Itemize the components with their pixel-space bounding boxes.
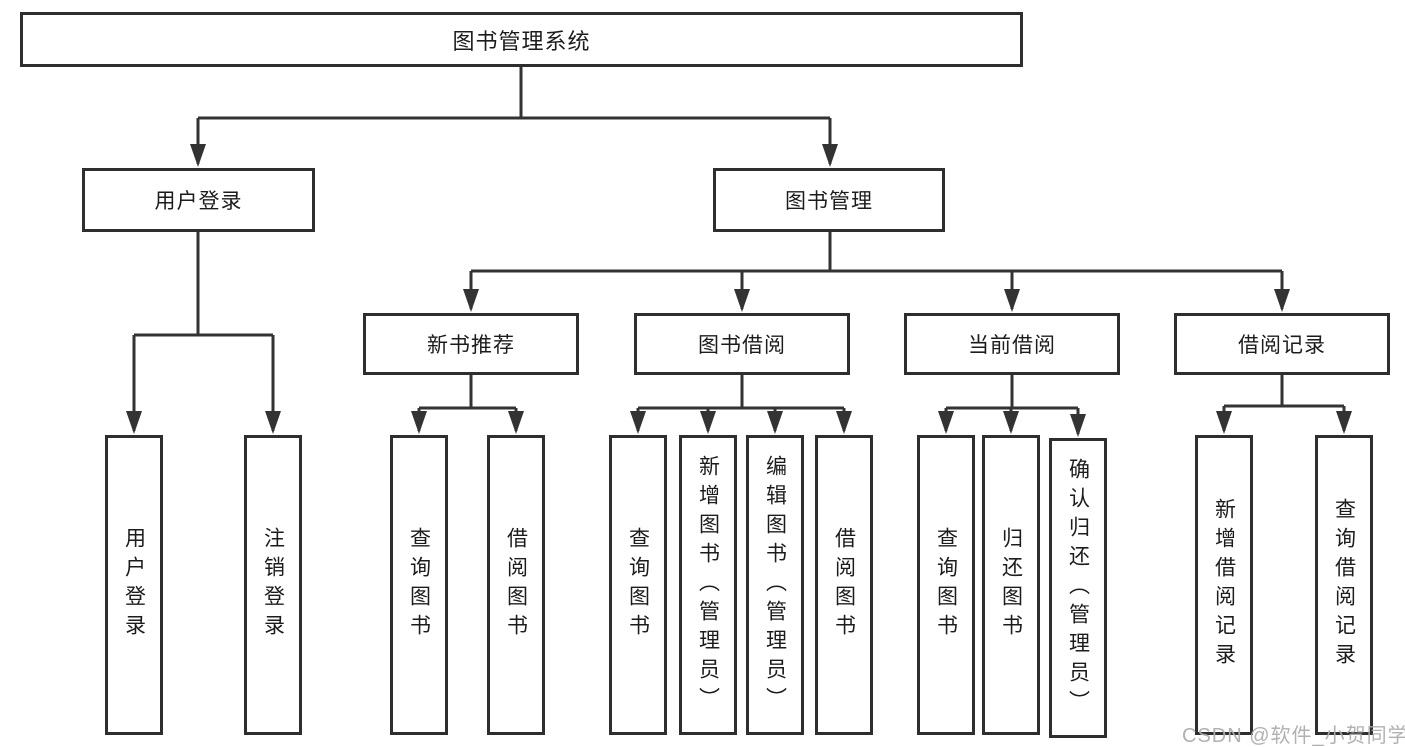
arrow-icon	[190, 144, 206, 167]
node-borrowing-records: 借阅记录	[1174, 313, 1390, 375]
arrow-icon	[463, 289, 479, 312]
arrow-icon	[1274, 289, 1290, 312]
arrow-icon	[734, 289, 750, 312]
leaf-borrow-query-books-label: 查询图书	[626, 527, 650, 643]
leaf-logout: 注销登录	[244, 435, 302, 735]
leaf-current-return-books-label: 归还图书	[999, 527, 1023, 643]
leaf-current-query-books: 查询图书	[917, 435, 975, 735]
node-book-borrowing-label: 图书借阅	[698, 334, 786, 357]
leaf-borrow-add-books-admin-label: 新增图书（管理员）	[696, 454, 720, 716]
node-user-login-branch: 用户登录	[82, 168, 315, 232]
leaf-current-confirm-return-admin-label: 确认归还（管理员）	[1066, 457, 1090, 719]
arrow-icon	[700, 411, 716, 434]
arrow-icon	[767, 411, 783, 434]
csdn-watermark: CSDN @软件_小贺同学	[1182, 725, 1405, 747]
arrow-icon	[1070, 414, 1086, 437]
arrow-icon	[1336, 411, 1352, 434]
arrow-icon	[938, 411, 954, 434]
node-current-borrowing: 当前借阅	[904, 313, 1120, 375]
leaf-borrow-lend-books: 借阅图书	[815, 435, 873, 735]
leaf-records-add: 新增借阅记录	[1195, 435, 1253, 735]
node-borrowing-records-label: 借阅记录	[1238, 334, 1326, 357]
arrow-icon	[1004, 289, 1020, 312]
leaf-current-confirm-return-admin: 确认归还（管理员）	[1049, 438, 1107, 738]
arrow-icon	[126, 411, 142, 434]
leaf-records-query-label: 查询借阅记录	[1332, 498, 1356, 672]
arrow-icon	[508, 411, 524, 434]
leaf-rec-query-books: 查询图书	[390, 435, 448, 735]
leaf-user-login-label: 用户登录	[122, 527, 146, 643]
leaf-current-return-books: 归还图书	[982, 435, 1040, 735]
node-user-login-branch-label: 用户登录	[154, 190, 243, 213]
arrow-icon	[836, 411, 852, 434]
leaf-records-add-label: 新增借阅记录	[1212, 498, 1236, 672]
tree-edges	[132, 67, 1346, 434]
leaf-borrow-add-books-admin: 新增图书（管理员）	[679, 435, 737, 735]
leaf-current-query-books-label: 查询图书	[934, 527, 958, 643]
leaf-borrow-edit-books-admin-label: 编辑图书（管理员）	[763, 454, 787, 716]
leaf-borrow-query-books: 查询图书	[609, 435, 667, 735]
arrow-icon	[411, 411, 427, 434]
node-new-book-recommendation: 新书推荐	[363, 313, 579, 375]
arrow-icon	[822, 144, 838, 167]
node-book-management-branch: 图书管理	[713, 168, 945, 232]
leaf-logout-label: 注销登录	[261, 527, 285, 643]
arrowhead-icons	[126, 144, 1352, 437]
leaf-rec-borrow-books-label: 借阅图书	[504, 527, 528, 643]
arrow-icon	[1003, 411, 1019, 434]
leaf-borrow-lend-books-label: 借阅图书	[832, 527, 856, 643]
arrow-icon	[1216, 411, 1232, 434]
node-root-label: 图书管理系统	[452, 28, 591, 54]
leaf-rec-borrow-books: 借阅图书	[487, 435, 545, 735]
leaf-user-login: 用户登录	[105, 435, 163, 735]
leaf-rec-query-books-label: 查询图书	[407, 527, 431, 643]
node-root: 图书管理系统	[20, 12, 1023, 67]
arrow-icon	[265, 411, 281, 434]
node-new-book-recommendation-label: 新书推荐	[427, 334, 515, 357]
node-book-borrowing: 图书借阅	[634, 313, 850, 375]
node-book-management-branch-label: 图书管理	[785, 190, 873, 213]
leaf-records-query: 查询借阅记录	[1315, 435, 1373, 735]
arrow-icon	[630, 411, 646, 434]
leaf-borrow-edit-books-admin: 编辑图书（管理员）	[746, 435, 804, 735]
node-current-borrowing-label: 当前借阅	[968, 334, 1056, 357]
